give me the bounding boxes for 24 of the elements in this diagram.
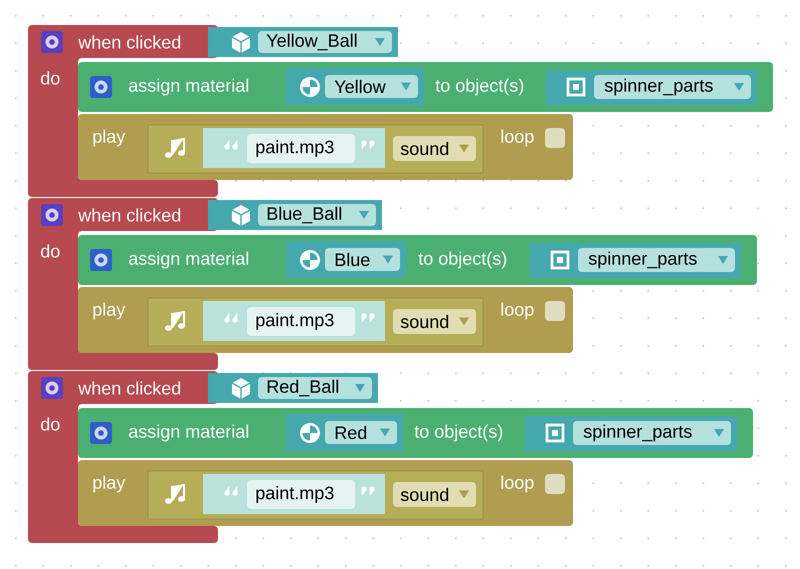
text-block: paint.mp3 bbox=[203, 301, 385, 341]
object-block: Red_Ball bbox=[208, 373, 378, 403]
node-label: play bbox=[93, 302, 126, 320]
object-block: spinner_parts bbox=[525, 416, 737, 451]
object-block: Blue_Ball bbox=[208, 200, 382, 230]
text-block: paint.mp3 bbox=[203, 128, 385, 168]
node-label: assign material bbox=[129, 252, 248, 268]
object-block: spinner_parts bbox=[530, 243, 741, 278]
node-label: loop bbox=[501, 476, 534, 492]
text-block: paint.mp3 bbox=[203, 474, 385, 514]
node-label: to object(s) bbox=[414, 424, 502, 442]
node-label: loop bbox=[501, 130, 534, 146]
node-label: to object(s) bbox=[418, 252, 506, 268]
node-label: play bbox=[93, 130, 126, 146]
node-label: loop bbox=[501, 302, 534, 320]
material-block: Yellow bbox=[286, 68, 424, 105]
node-label: assign material bbox=[129, 78, 248, 96]
node-label: to object(s) bbox=[436, 78, 524, 96]
node-label: assign material bbox=[129, 424, 248, 442]
material-block: Red bbox=[286, 414, 403, 451]
object-block: spinner_parts bbox=[546, 70, 757, 105]
object-block: Yellow_Ball bbox=[208, 27, 398, 57]
node-label: play bbox=[93, 476, 126, 492]
material-block: Blue bbox=[286, 241, 406, 278]
